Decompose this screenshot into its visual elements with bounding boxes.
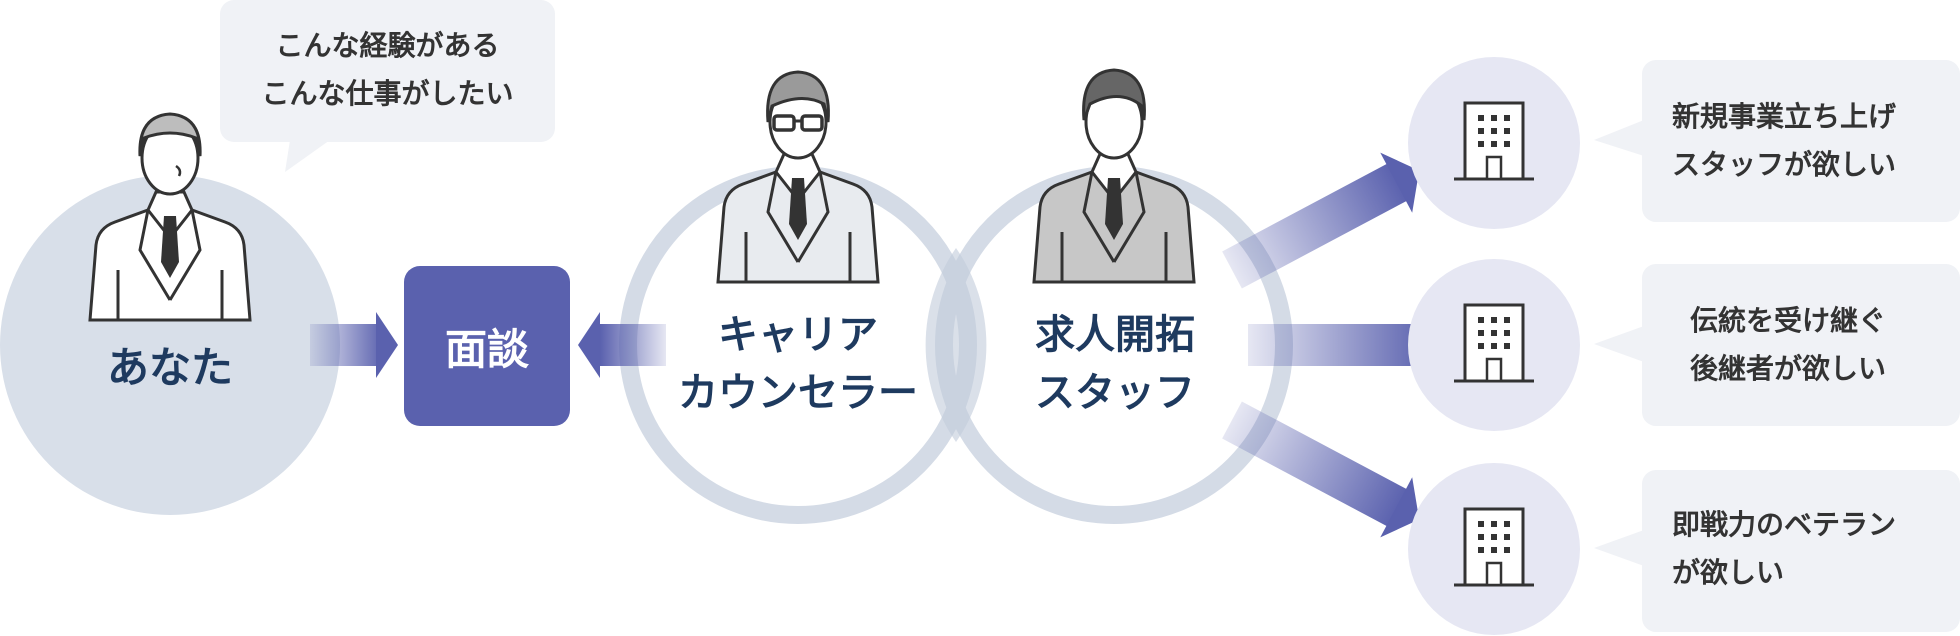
person-icon: [88, 112, 252, 322]
company-1-text: 新規事業立ち上げ スタッフが欲しい: [1672, 93, 1896, 189]
you-circle: [0, 175, 340, 515]
recruiter-label: 求人開拓 スタッフ: [1000, 306, 1230, 422]
arrow-icon: [1222, 401, 1420, 538]
person-icon: [716, 70, 880, 284]
company-3-text: 即戦力のベテラン が欲しい: [1672, 501, 1896, 597]
company-3-line-2: が欲しい: [1672, 556, 1785, 589]
speech-bubble: [220, 0, 555, 172]
interview-label: 面談: [444, 324, 529, 374]
speech-text: こんな経験がある こんな仕事がしたい: [220, 22, 555, 118]
company-2-line-1: 伝統を受け継ぐ: [1690, 304, 1887, 337]
company-2-text: 伝統を受け継ぐ 後継者が欲しい: [1690, 297, 1886, 393]
company-1-line-2: スタッフが欲しい: [1672, 148, 1897, 181]
recruiter-line-2: スタッフ: [1035, 370, 1195, 416]
speech-line-1: こんな経験がある: [275, 29, 500, 62]
company-3-line-1: 即戦力のベテラン: [1672, 508, 1897, 541]
you-label: あなた: [106, 343, 233, 392]
building-icon: [1454, 507, 1534, 587]
company-2-line-2: 後継者が欲しい: [1690, 352, 1887, 385]
counselor-line-2: カウンセラー: [678, 370, 918, 416]
company-1-line-1: 新規事業立ち上げ: [1672, 100, 1897, 133]
speech-line-2: こんな仕事がしたい: [261, 77, 514, 110]
ring-overlap: [925, 248, 987, 442]
interview-box: 面談: [404, 266, 570, 426]
building-icon: [1454, 101, 1534, 181]
recruiter-line-1: 求人開拓: [1035, 312, 1195, 358]
person-icon: [1032, 68, 1196, 284]
counselor-label: キャリア カウンセラー: [650, 306, 946, 422]
arrow-icon: [1248, 312, 1446, 378]
arrow-icon: [310, 312, 398, 378]
counselor-line-1: キャリア: [718, 312, 878, 358]
building-icon: [1454, 303, 1534, 383]
arrow-icon: [1222, 152, 1420, 289]
arrow-icon: [578, 312, 666, 378]
